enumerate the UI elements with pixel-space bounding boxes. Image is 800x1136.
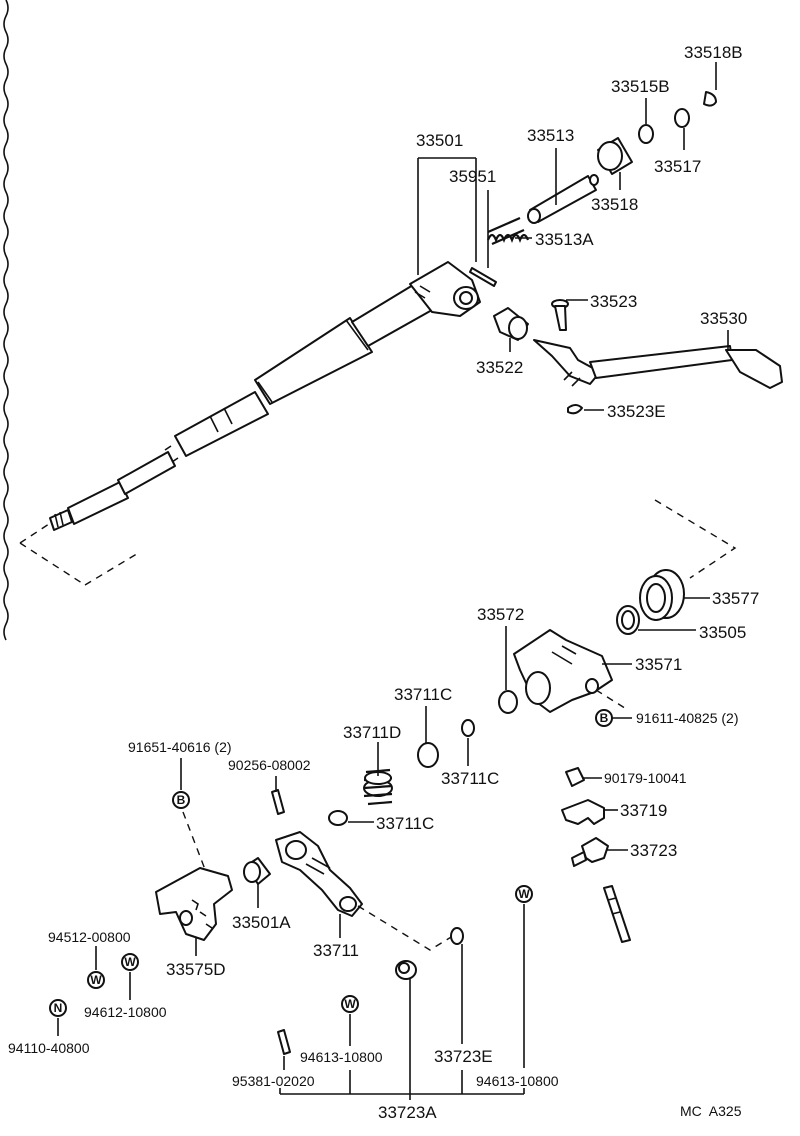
label-33518: 33518	[591, 195, 638, 214]
svg-text:W: W	[344, 997, 356, 1011]
shaft-33513	[527, 174, 599, 224]
ring-33505	[616, 605, 640, 635]
fitting-33723	[571, 837, 609, 867]
label-90256: 90256-08002	[228, 757, 311, 773]
collar-33723a	[395, 960, 417, 980]
washer-33711c-b	[461, 719, 475, 737]
label-94512: 94512-00800	[48, 929, 131, 945]
nut-symbol-94110: N	[49, 999, 67, 1017]
pin-35951	[469, 267, 497, 287]
guide-dash-1	[182, 811, 207, 873]
ering-33523e	[567, 404, 583, 415]
spring-33513a	[486, 216, 530, 246]
label-33505: 33505	[699, 623, 746, 642]
label-33711: 33711	[313, 941, 359, 960]
label-33711c-c: 33711C	[376, 814, 434, 833]
svg-text:N: N	[54, 1001, 63, 1015]
collar-33518	[597, 137, 633, 175]
bushing-33522	[493, 307, 529, 341]
label-91651: 91651-40616 (2)	[128, 739, 232, 755]
label-95381: 95381-02020	[232, 1073, 315, 1089]
svg-text:W: W	[518, 887, 530, 901]
plate-33575d	[155, 867, 233, 941]
clip-33518b	[703, 91, 717, 107]
washer-33711c-a	[417, 742, 439, 768]
label-33723: 33723	[630, 841, 677, 860]
label-33522: 33522	[476, 358, 523, 377]
label-94612: 94612-10800	[84, 1004, 167, 1020]
label-94110: 94110-40800	[8, 1040, 90, 1056]
label-33518b: 33518B	[684, 43, 743, 62]
label-33723e: 33723E	[434, 1047, 493, 1066]
clip-90179	[565, 767, 585, 787]
washer-symbol-94612: W	[121, 953, 139, 971]
label-33711c-a: 33711C	[394, 685, 452, 704]
bracket-33571	[513, 629, 613, 713]
lever-33530	[533, 339, 783, 389]
washer-symbol-94512: W	[87, 971, 105, 989]
label-33530: 33530	[700, 309, 747, 328]
label-33577: 33577	[712, 589, 759, 608]
bracket-outline	[654, 499, 737, 579]
label-33711d: 33711D	[343, 723, 401, 742]
label-33572: 33572	[477, 605, 524, 624]
washer-33515b	[638, 124, 654, 144]
footer-code: MC A325	[680, 1103, 742, 1119]
spring-33711d	[363, 768, 393, 806]
washer-33711c-c	[328, 810, 348, 826]
label-35951: 35951	[449, 167, 496, 186]
washer-symbol-94613a: W	[341, 995, 359, 1013]
label-33719: 33719	[620, 801, 667, 820]
label-94613-b: 94613-10800	[476, 1073, 559, 1089]
rod	[603, 885, 631, 943]
svg-text:B: B	[600, 711, 609, 725]
label-33575d: 33575D	[166, 960, 226, 979]
label-94613-a: 94613-10800	[300, 1049, 383, 1065]
part-labels: 33501 35951 33513 33513A 33515B 33518B 3…	[8, 43, 759, 1122]
cotter-pin-95381	[277, 1029, 291, 1055]
washer-33517	[674, 108, 690, 128]
shift-tube	[49, 261, 481, 531]
label-33513: 33513	[527, 126, 574, 145]
label-33571: 33571	[635, 655, 682, 674]
bracket-leader-dash	[595, 689, 629, 711]
washer-symbol-94613b: W	[515, 885, 533, 903]
bushing-33501a	[243, 857, 271, 885]
bolt-symbol-91651: B	[172, 791, 190, 809]
svg-text:W: W	[90, 973, 102, 987]
bolt-symbol-91611: B	[595, 709, 613, 727]
pin-90256	[271, 789, 285, 815]
leader-lines	[57, 62, 729, 1100]
label-33513a: 33513A	[535, 230, 594, 249]
label-33515b: 33515B	[611, 77, 670, 96]
bushing-33577	[639, 569, 685, 621]
svg-text:B: B	[177, 793, 186, 807]
bracket-33719	[561, 799, 605, 825]
label-33501: 33501	[416, 131, 463, 150]
label-91611: 91611-40825 (2)	[636, 710, 738, 726]
label-33501a: 33501A	[232, 913, 291, 932]
tip-outline	[19, 521, 141, 586]
svg-text:W: W	[124, 955, 136, 969]
torn-edge	[3, 0, 9, 641]
washer-33572	[498, 690, 518, 714]
label-33711c-b: 33711C	[441, 769, 499, 788]
arm-33711	[275, 831, 363, 917]
pin-33523	[551, 299, 569, 331]
label-33523e: 33523E	[607, 402, 666, 421]
guide-dash-2	[357, 905, 457, 951]
washer-33723e	[450, 927, 464, 945]
label-33523: 33523	[590, 292, 637, 311]
label-33723a: 33723A	[378, 1103, 437, 1122]
label-90179: 90179-10041	[604, 770, 687, 786]
label-33517: 33517	[654, 157, 701, 176]
